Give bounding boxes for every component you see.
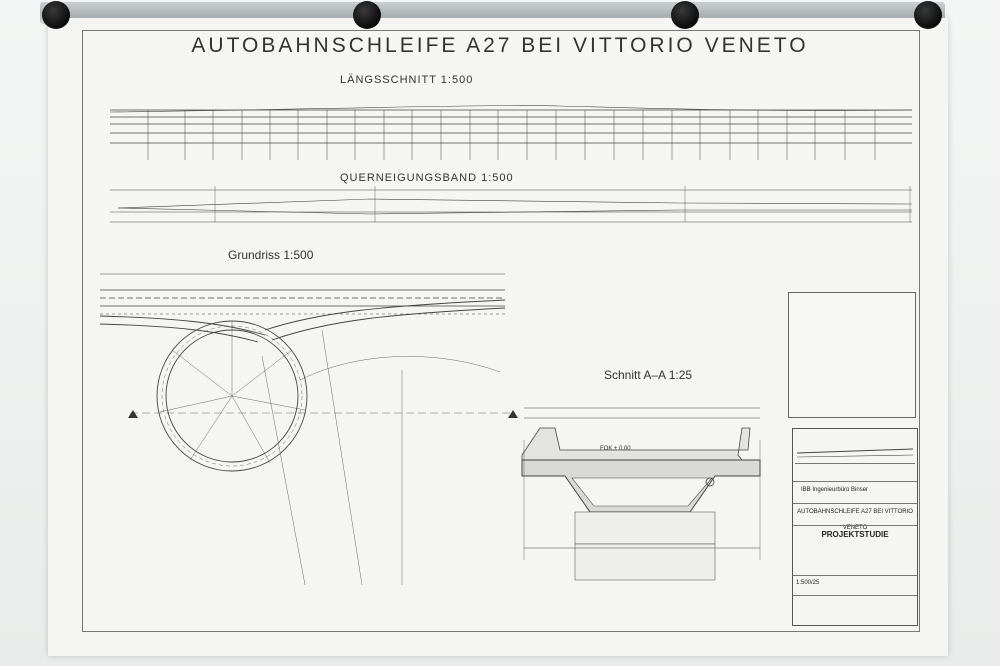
scale-label: 1:500/25 [793, 575, 917, 590]
fok-level-label: FOK ± 0.00 [600, 446, 631, 452]
cross-section-label: Schnitt A–A 1:25 [604, 368, 693, 382]
plan-view-label: Grundriss 1:500 [228, 248, 314, 262]
magnet-icon [42, 1, 70, 29]
curve-table [788, 292, 916, 418]
drawing-frame [82, 30, 920, 632]
page-title: AUTOBAHNSCHLEIFE A27 BEI VITTORIO VENETO [191, 34, 809, 57]
magnet-icon [671, 1, 699, 29]
title-block-sketch [795, 433, 915, 464]
project-name: AUTOBAHNSCHLEIFE A27 BEI VITTORIO VENETO [793, 503, 917, 531]
title-block-footer [793, 595, 917, 624]
phase-label: PROJEKTSTUDIE [793, 525, 917, 544]
office-name: IBB Ingenieurbüro Binser [793, 481, 917, 498]
title-block: IBB Ingenieurbüro Binser AUTOBAHNSCHLEIF… [792, 428, 918, 626]
magnet-icon [914, 1, 942, 29]
longitudinal-section-label: LÄNGSSCHNITT 1:500 [340, 74, 474, 86]
superelevation-label: QUERNEIGUNGSBAND 1:500 [340, 172, 514, 184]
magnet-icon [353, 1, 381, 29]
